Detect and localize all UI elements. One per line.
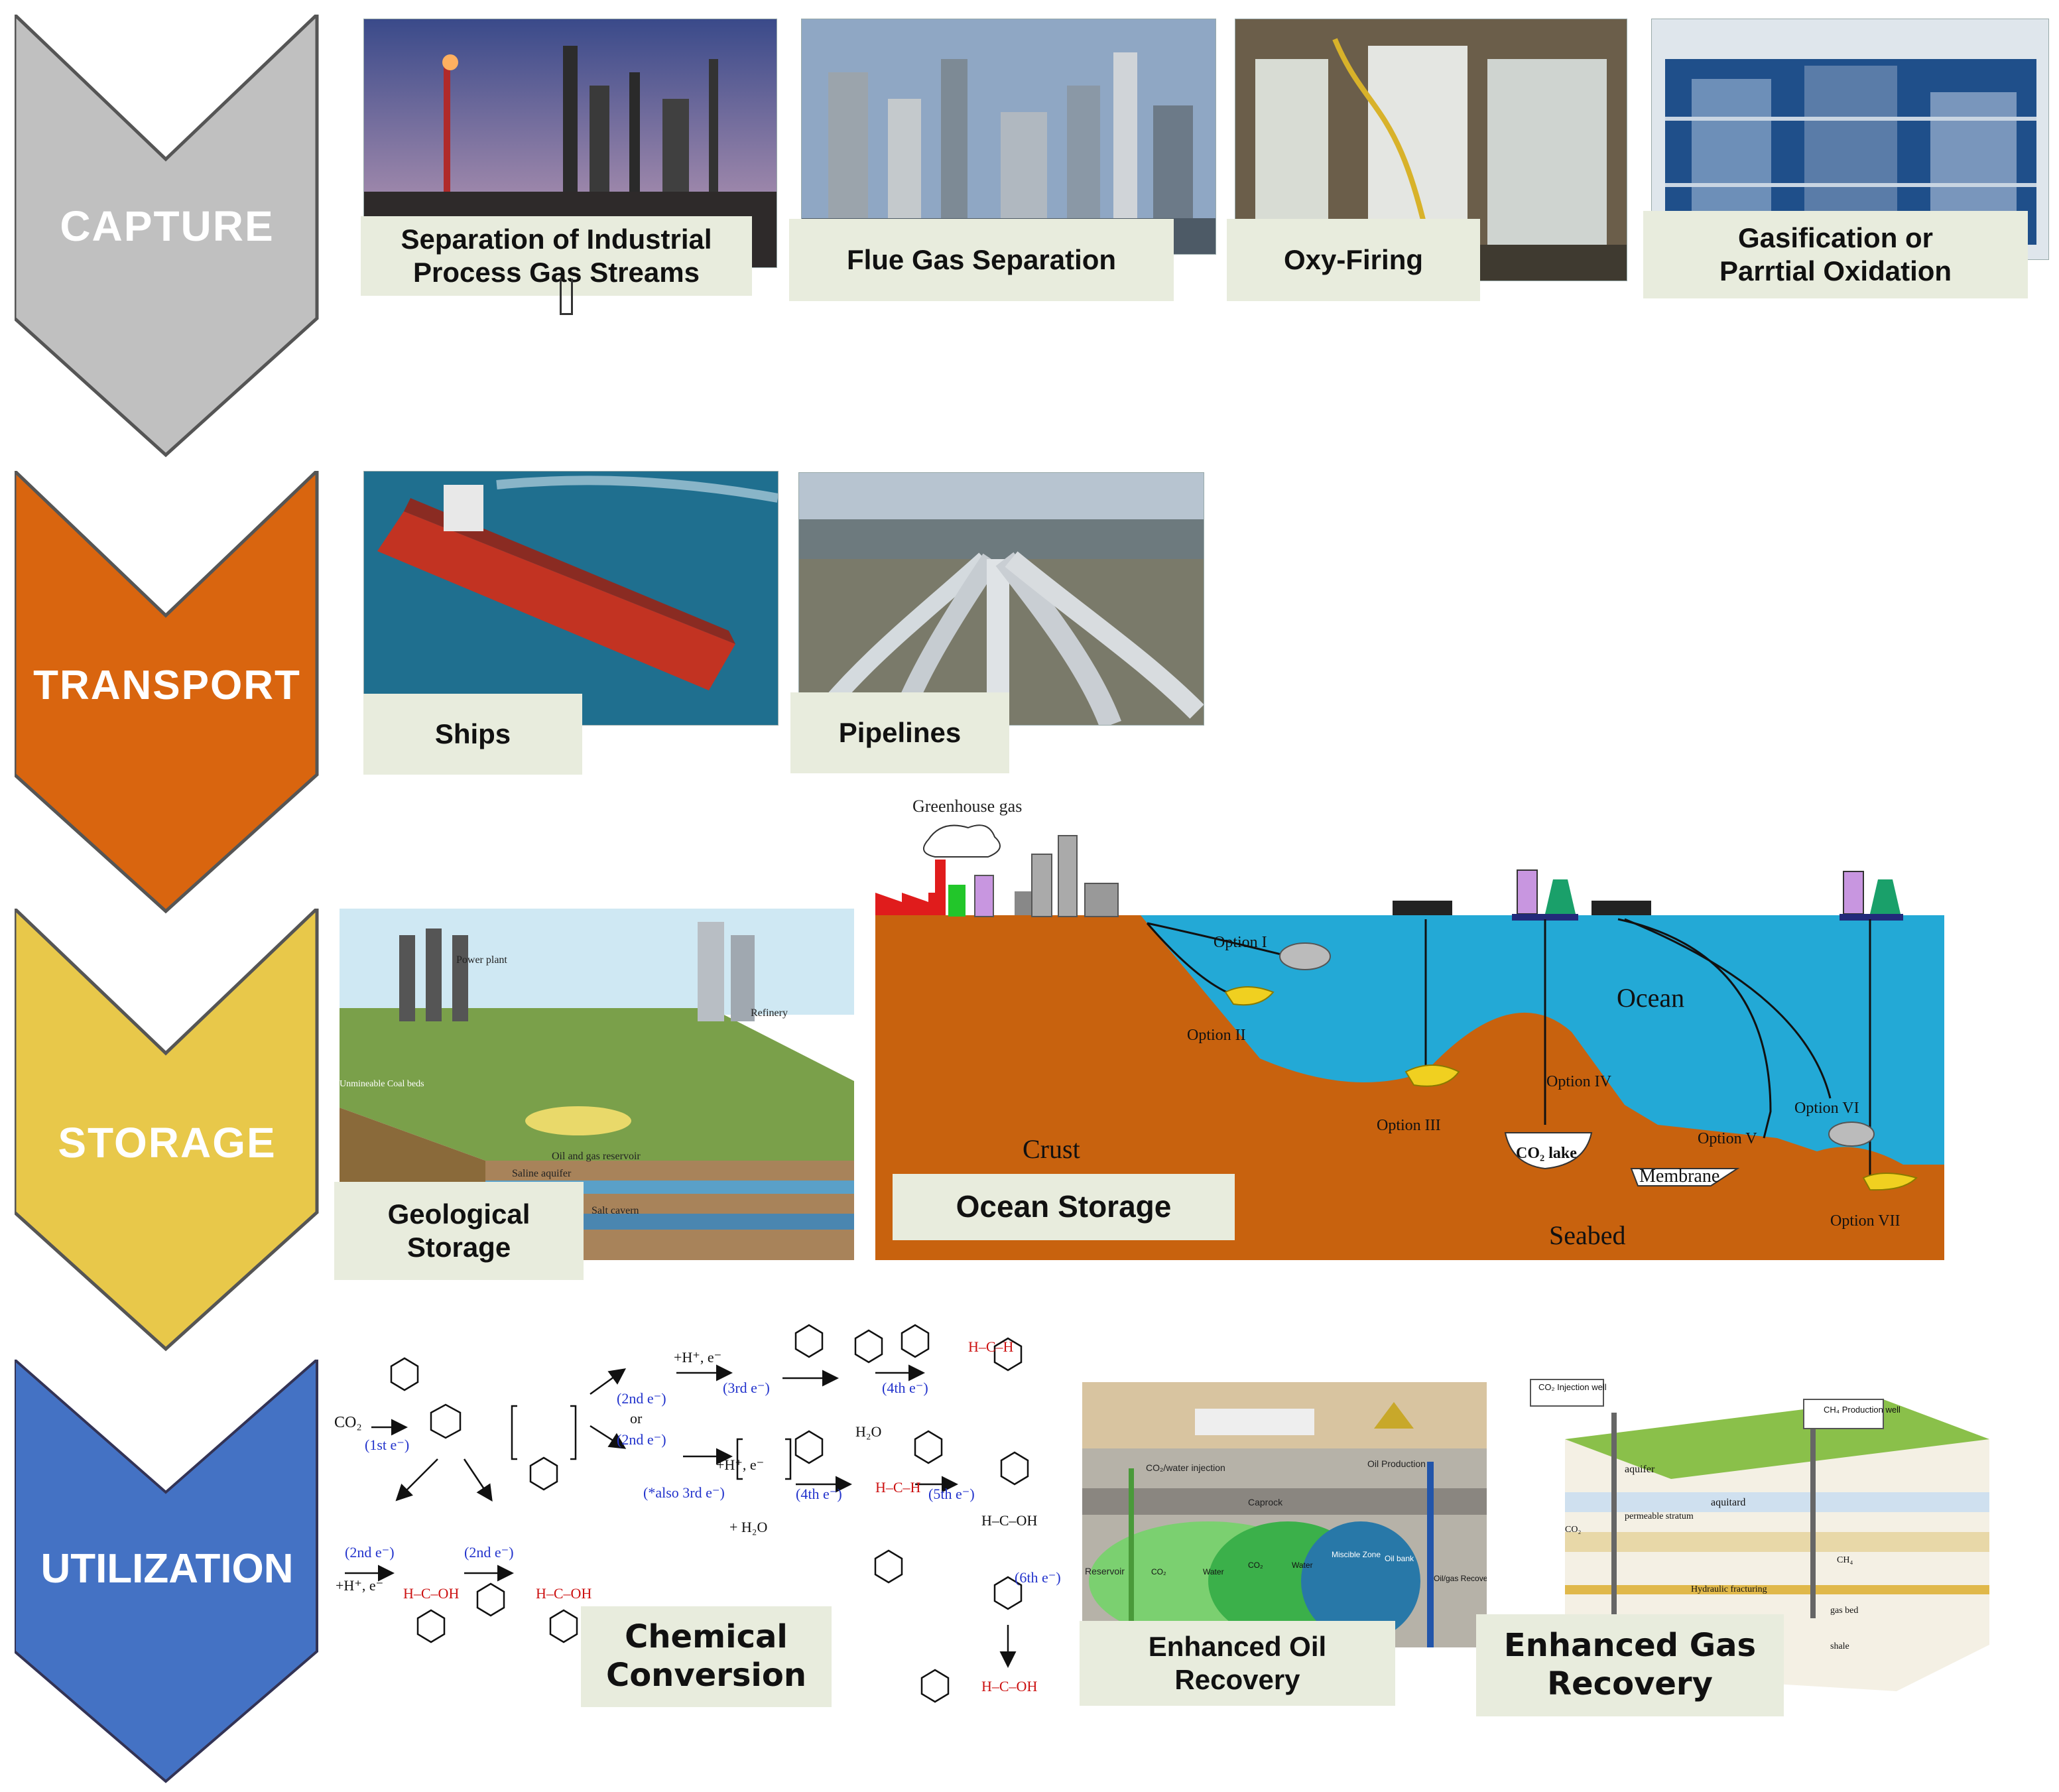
- transport-photo-pipelines: [798, 472, 1204, 726]
- capture-photo-flue: [801, 19, 1216, 255]
- co2-label: CO₂: [334, 1414, 362, 1431]
- step-4th-b: (4th e⁻): [796, 1486, 842, 1502]
- geological-storage-caption: Geological Storage: [334, 1182, 584, 1280]
- transport-caption-ships: Ships: [363, 694, 582, 775]
- step-6th: (6th e⁻): [1015, 1569, 1061, 1586]
- methanol-intermediate: H–C–OH: [981, 1512, 1037, 1529]
- eor-zone-7: Oil/gas Recovery: [1434, 1574, 1487, 1583]
- transport-chevron: TRANSPORT: [13, 467, 320, 914]
- eor-caprock-label: Caprock: [1248, 1497, 1283, 1507]
- or-label: or: [630, 1410, 643, 1427]
- eor-zone-1: CO₂: [1151, 1567, 1166, 1576]
- capture-caption-flue: Flue Gas Separation: [789, 219, 1174, 301]
- formic-a: H–C–OH: [403, 1585, 459, 1602]
- transport-label: TRANSPORT: [33, 663, 301, 708]
- step-5th: (5th e⁻): [928, 1486, 975, 1502]
- egr-fracturing-label: Hydraulic fracturing: [1691, 1584, 1767, 1594]
- capture-caption-gasification: Gasification or Parrtial Oxidation: [1643, 211, 2028, 298]
- capture-caption-oxy: Oxy-Firing: [1227, 219, 1480, 301]
- refinery-label: Refinery: [751, 1007, 788, 1019]
- option-iv-label: Option IV: [1546, 1073, 1612, 1090]
- reservoir-label: Oil and gas reservoir: [552, 1151, 641, 1162]
- step-1st: (1st e⁻): [365, 1437, 409, 1453]
- egr-co2-label: CO₂: [1565, 1525, 1581, 1535]
- capture-chevron: CAPTURE: [13, 11, 320, 458]
- step-2nd-b: (2nd e⁻): [617, 1431, 666, 1448]
- egr-permeable-label: permeable stratum: [1625, 1511, 1694, 1521]
- enhanced-oil-recovery-caption: Enhanced Oil Recovery: [1080, 1621, 1395, 1706]
- utilization-label: UTILIZATION: [40, 1546, 294, 1592]
- formaldehyde-a: H–C–H: [968, 1338, 1014, 1355]
- capture-label: CAPTURE: [60, 202, 275, 250]
- step-2nd-a: (2nd e⁻): [617, 1390, 666, 1407]
- transport-photo-ship: [363, 471, 779, 726]
- formaldehyde-b: H–C–H: [875, 1479, 921, 1496]
- storage-chevron: STORAGE: [13, 905, 320, 1352]
- ocean-storage-diagram: Greenhouse gas Option I Option II Opti: [875, 793, 1944, 1260]
- storage-label: STORAGE: [58, 1119, 277, 1167]
- option-ii-label: Option II: [1187, 1027, 1246, 1044]
- water-label: H₂O: [855, 1423, 881, 1440]
- chemical-conversion-diagram: CO₂ (1st e⁻) (2nd e⁻) (2nd e⁻) or +H⁺, e…: [332, 1307, 1074, 1718]
- egr-gasbed-label: gas bed: [1830, 1606, 1858, 1616]
- capture-caption-industrial: Separation of Industrial Process Gas Str…: [361, 216, 752, 296]
- eor-injection-label: CO₂/water injection: [1146, 1462, 1225, 1473]
- step-also-3rd: (*also 3rd e⁻): [643, 1484, 725, 1501]
- chemical-conversion-caption: Chemical Conversion: [581, 1606, 832, 1707]
- eor-zone-3: CO₂: [1248, 1561, 1263, 1570]
- salt-cavern-label: Salt cavern: [592, 1205, 639, 1216]
- eor-reservoir-label: Reservoir: [1085, 1566, 1125, 1576]
- methanol-product: H–C–OH: [981, 1678, 1037, 1695]
- coal-beds-label: Unmineable Coal beds: [340, 1079, 424, 1089]
- crust-label: Crust: [1023, 1134, 1080, 1164]
- egr-production-label: CH₄ Production well: [1824, 1405, 1901, 1415]
- formic-b: H–C–OH: [536, 1585, 592, 1602]
- text-cursor-icon: [560, 279, 573, 315]
- step-2nd-c: (2nd e⁻): [345, 1544, 395, 1561]
- reagent-top: +H⁺, e⁻: [674, 1349, 721, 1366]
- plus-water-label: + H₂O: [729, 1519, 767, 1535]
- option-v-label: Option V: [1698, 1130, 1757, 1147]
- saline-aquifer-label: Saline aquifer: [512, 1168, 572, 1179]
- eor-production-label: Oil Production: [1367, 1458, 1426, 1469]
- step-4th-a: (4th e⁻): [882, 1379, 928, 1396]
- step-3rd: (3rd e⁻): [723, 1379, 770, 1396]
- egr-aquitard-label: aquitard: [1711, 1497, 1745, 1508]
- power-plant-label: Power plant: [456, 954, 507, 966]
- transport-caption-pipelines: Pipelines: [790, 692, 1009, 773]
- co2-lake-label: CO₂ lake: [1516, 1145, 1577, 1162]
- membrane-label: Membrane: [1639, 1166, 1719, 1186]
- enhanced-gas-recovery-diagram: CO₂ Injection well CH₄ Production well a…: [1525, 1360, 1989, 1691]
- option-vii-label: Option VII: [1830, 1212, 1901, 1230]
- egr-shale-label: shale: [1830, 1641, 1849, 1651]
- eor-zone-5: Miscible Zone: [1332, 1550, 1381, 1559]
- option-vi-label: Option VI: [1794, 1100, 1859, 1117]
- eor-zone-4: Water: [1292, 1561, 1313, 1570]
- egr-aquifer-label: aquifer: [1625, 1464, 1655, 1475]
- geological-storage-diagram: Power plant Refinery Unmineable Coal bed…: [340, 909, 854, 1260]
- option-iii-label: Option III: [1377, 1117, 1441, 1134]
- ocean-label: Ocean: [1617, 983, 1684, 1013]
- eor-zone-6: Oil bank: [1385, 1554, 1414, 1563]
- reagent-mid: +H⁺, e⁻: [716, 1456, 764, 1473]
- ocean-storage-caption: Ocean Storage: [893, 1174, 1235, 1240]
- option-i-label: Option I: [1214, 934, 1267, 951]
- enhanced-gas-recovery-caption: Enhanced Gas Recovery: [1476, 1614, 1784, 1716]
- egr-ch4-label: CH₄: [1837, 1555, 1853, 1565]
- utilization-chevron: UTILIZATION: [13, 1356, 320, 1784]
- enhanced-oil-recovery-diagram: CO₂/water injection Oil Production Capro…: [1082, 1382, 1494, 1647]
- reagent-low: +H⁺, e⁻: [336, 1577, 383, 1594]
- eor-zone-2: Water: [1203, 1567, 1224, 1576]
- seabed-label: Seabed: [1549, 1220, 1626, 1250]
- egr-injection-label: CO₂ Injection well: [1538, 1382, 1607, 1392]
- greenhouse-gas-label: Greenhouse gas: [912, 797, 1022, 816]
- step-2nd-d: (2nd e⁻): [464, 1544, 514, 1561]
